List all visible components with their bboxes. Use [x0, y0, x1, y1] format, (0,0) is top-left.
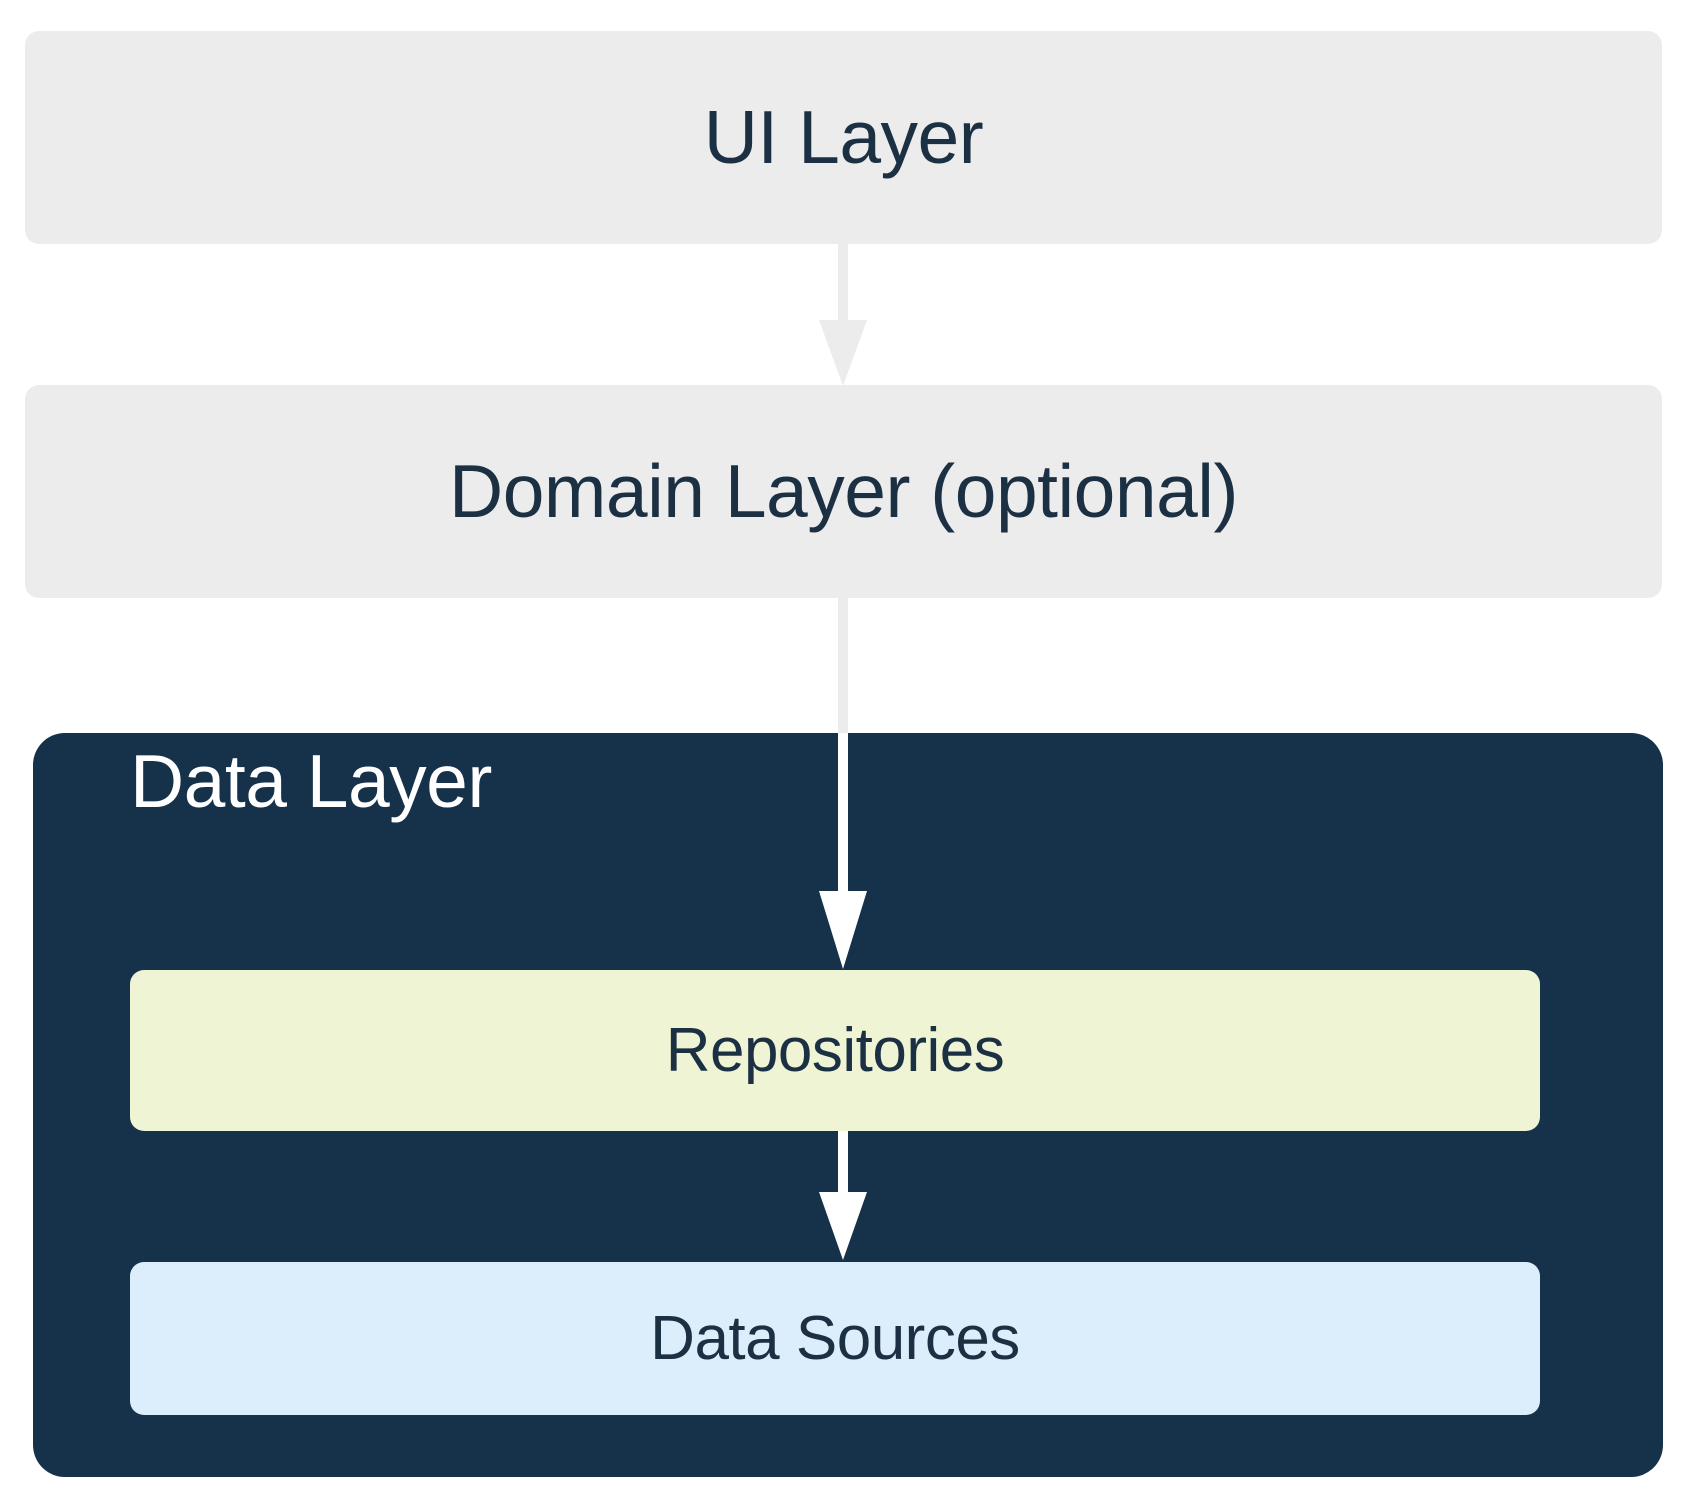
arrow-domain-to-repositories-icon: [819, 733, 867, 969]
data-layer-label: Data Layer: [130, 739, 492, 823]
domain-layer-label: Domain Layer (optional): [449, 449, 1238, 533]
repositories-box: Repositories: [130, 970, 1540, 1131]
arrow-head: [819, 320, 867, 386]
data-sources-label: Data Sources: [650, 1303, 1020, 1373]
ui-layer-box: UI Layer: [25, 31, 1662, 244]
data-sources-box: Data Sources: [130, 1262, 1540, 1415]
arrow-shaft: [838, 244, 848, 322]
repositories-label: Repositories: [665, 1015, 1005, 1085]
arrow-repositories-to-data-sources-icon: [819, 1131, 867, 1260]
arrow-shaft: [838, 598, 848, 735]
arrow-shaft: [838, 1131, 848, 1193]
domain-layer-box: Domain Layer (optional): [25, 385, 1662, 598]
ui-layer-label: UI Layer: [703, 95, 984, 179]
arrow-ui-to-domain-icon: [819, 244, 867, 386]
arrow-head: [819, 891, 867, 969]
arrow-domain-to-data-layer-icon: [819, 598, 867, 735]
arrow-head: [819, 1192, 867, 1260]
arrow-shaft: [838, 733, 848, 893]
